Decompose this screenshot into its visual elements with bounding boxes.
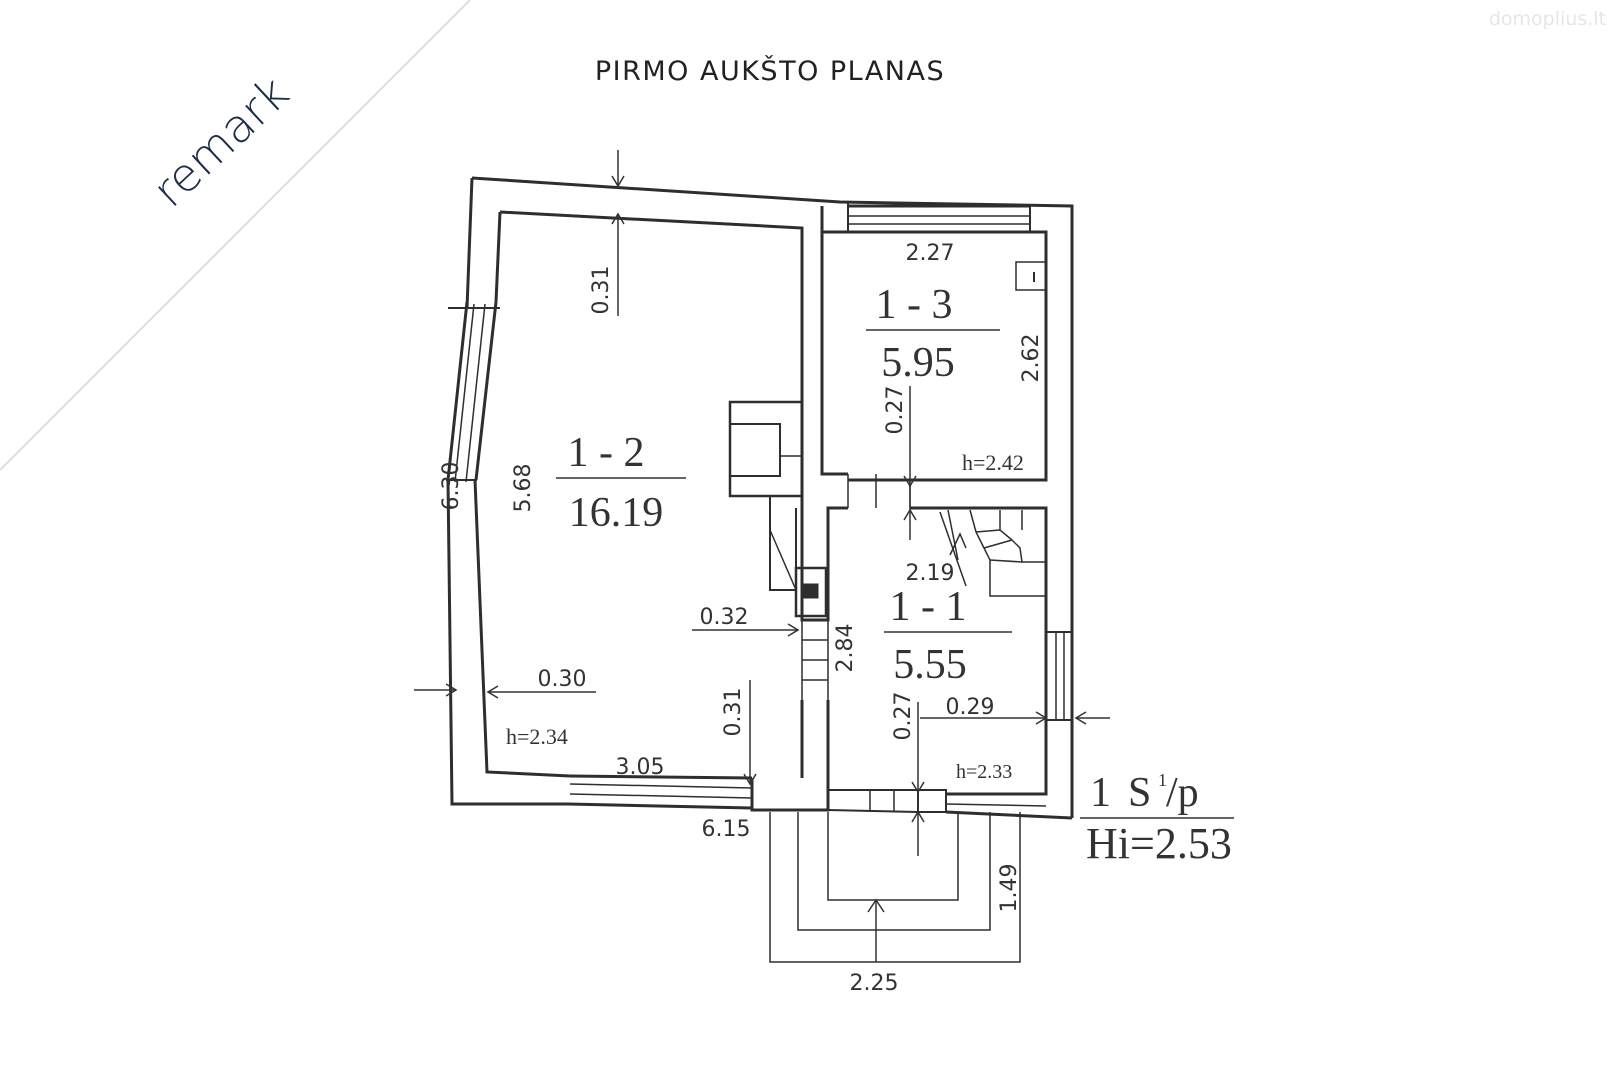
dim-label-porch-depth: 1.49 (997, 864, 1022, 913)
bottom-window-pane (569, 783, 753, 789)
dim-right-arrowhead-2 (1074, 711, 1087, 725)
summary-block: 1 S 1 /p Hi=2.53 (1086, 770, 1232, 868)
chimney-vent (801, 583, 819, 599)
chimney-flue (769, 496, 797, 591)
room-width: 2.19 (906, 561, 955, 586)
outer-wall-top-right (471, 176, 1074, 818)
domoplius-watermark: domoplius.lt (1488, 8, 1606, 30)
entrance-post (828, 789, 947, 813)
dim-left-arrowhead (445, 683, 458, 697)
dim-label-wall-bottom-left: 0.31 (721, 688, 746, 737)
dim-label-porch-width: 2.25 (850, 971, 899, 996)
bottom-right-window-pane (945, 803, 1047, 807)
dim-room11-arrowhead-2 (911, 810, 925, 823)
inner-wall-top (499, 210, 804, 474)
dim-right-arrowhead (1035, 711, 1048, 725)
dim-left-arrowhead-2 (486, 685, 499, 699)
room-length: 5.68 (511, 464, 536, 513)
left-window-inner (474, 301, 498, 481)
bottom-window-outer (567, 802, 753, 810)
dim-partition-arrowhead (787, 623, 800, 637)
dim-label-overall-height: 6.30 (439, 462, 464, 511)
dim-room13-arrowhead-2 (903, 508, 917, 521)
partition-wall-upper (820, 206, 848, 476)
left-window-outer (446, 301, 469, 481)
left-window-pane (454, 303, 475, 483)
dim-label-overall-width: 6.15 (702, 817, 751, 842)
porch-middle (797, 812, 991, 931)
summary-fraction: /p (1166, 770, 1199, 816)
summary-letter: S (1128, 770, 1151, 816)
plan-title: PIRMO AUKŠTO PLANAS (594, 56, 946, 87)
room-1-2: 1 - 2 16.19 3.05 5.68 h=2.34 (506, 430, 686, 780)
porch-inner (827, 812, 959, 901)
room-width: 3.05 (616, 755, 665, 780)
dimension-lines (414, 150, 1234, 962)
room-height: h=2.42 (962, 450, 1024, 475)
room-id: 1 - 2 (568, 430, 645, 476)
walls (446, 176, 1074, 963)
dimension-labels: 0.31 0.30 0.32 0.31 0.27 0.27 0.29 6.30 … (439, 266, 1022, 996)
room-area: 16.19 (569, 490, 664, 536)
dim-room11-arrowhead (911, 781, 925, 794)
fireplace-firebox (729, 423, 781, 477)
dim-label-wall-room11: 0.27 (891, 692, 916, 741)
outer-wall-left-upper (465, 177, 474, 309)
room-length: 2.84 (833, 624, 858, 673)
room11-inner-wall-bottom (946, 720, 1048, 796)
outer-wall-left-lower (446, 479, 568, 806)
bottom-window-pane-2 (569, 793, 753, 799)
dim-top-arrowhead (611, 175, 625, 188)
room11-inner-wall-top (910, 506, 1048, 632)
dim-label-wall-left: 0.30 (538, 667, 587, 692)
dim-label-wall-partition: 0.32 (700, 605, 749, 630)
chimney-flue-diagonal (769, 529, 797, 591)
inner-wall-bottom (569, 774, 753, 780)
room-1-3: 1 - 3 5.95 2.27 2.62 h=2.42 (866, 241, 1044, 475)
chimney (794, 566, 828, 618)
dim-top-arrowhead-2 (611, 212, 625, 225)
dim-porch-arrowhead (867, 898, 885, 913)
dim-label-wall-room13: 0.27 (883, 386, 908, 435)
staircase (939, 509, 1046, 597)
fixture (1015, 261, 1047, 291)
dim-label-wall-right: 0.29 (946, 695, 995, 720)
inner-wall-left-lower (473, 479, 571, 778)
inner-wall-left-upper (494, 211, 502, 303)
dim-label-wall-top: 0.31 (589, 266, 614, 315)
left-window-pane-2 (465, 303, 486, 483)
room-area: 5.95 (881, 340, 955, 386)
porch-outer (769, 812, 1021, 963)
summary-superscript: 1 (1158, 770, 1167, 790)
dim-room13-arrowhead (903, 475, 917, 488)
watermark-diagonal (0, 0, 471, 471)
room-area: 5.55 (893, 642, 967, 688)
room-id: 1 - 3 (876, 282, 953, 328)
room-1-1: 1 - 1 5.55 2.19 2.84 h=2.33 (833, 561, 1012, 783)
room-height: h=2.33 (956, 761, 1012, 783)
partition-bottom-stub (750, 776, 830, 812)
room-id: 1 - 1 (890, 584, 967, 630)
room13-inner-wall (822, 230, 1048, 482)
summary-building: 1 (1090, 770, 1111, 816)
entrance-threshold (827, 809, 919, 813)
fireplace (728, 400, 804, 498)
bottom-right-window-outer (945, 810, 1073, 820)
room-height: h=2.34 (506, 724, 568, 749)
summary-height: Hi=2.53 (1086, 819, 1232, 868)
room-length: 2.62 (1019, 334, 1044, 383)
dim-bottom-left-arrowhead (743, 773, 757, 786)
room-width: 2.27 (906, 241, 955, 266)
